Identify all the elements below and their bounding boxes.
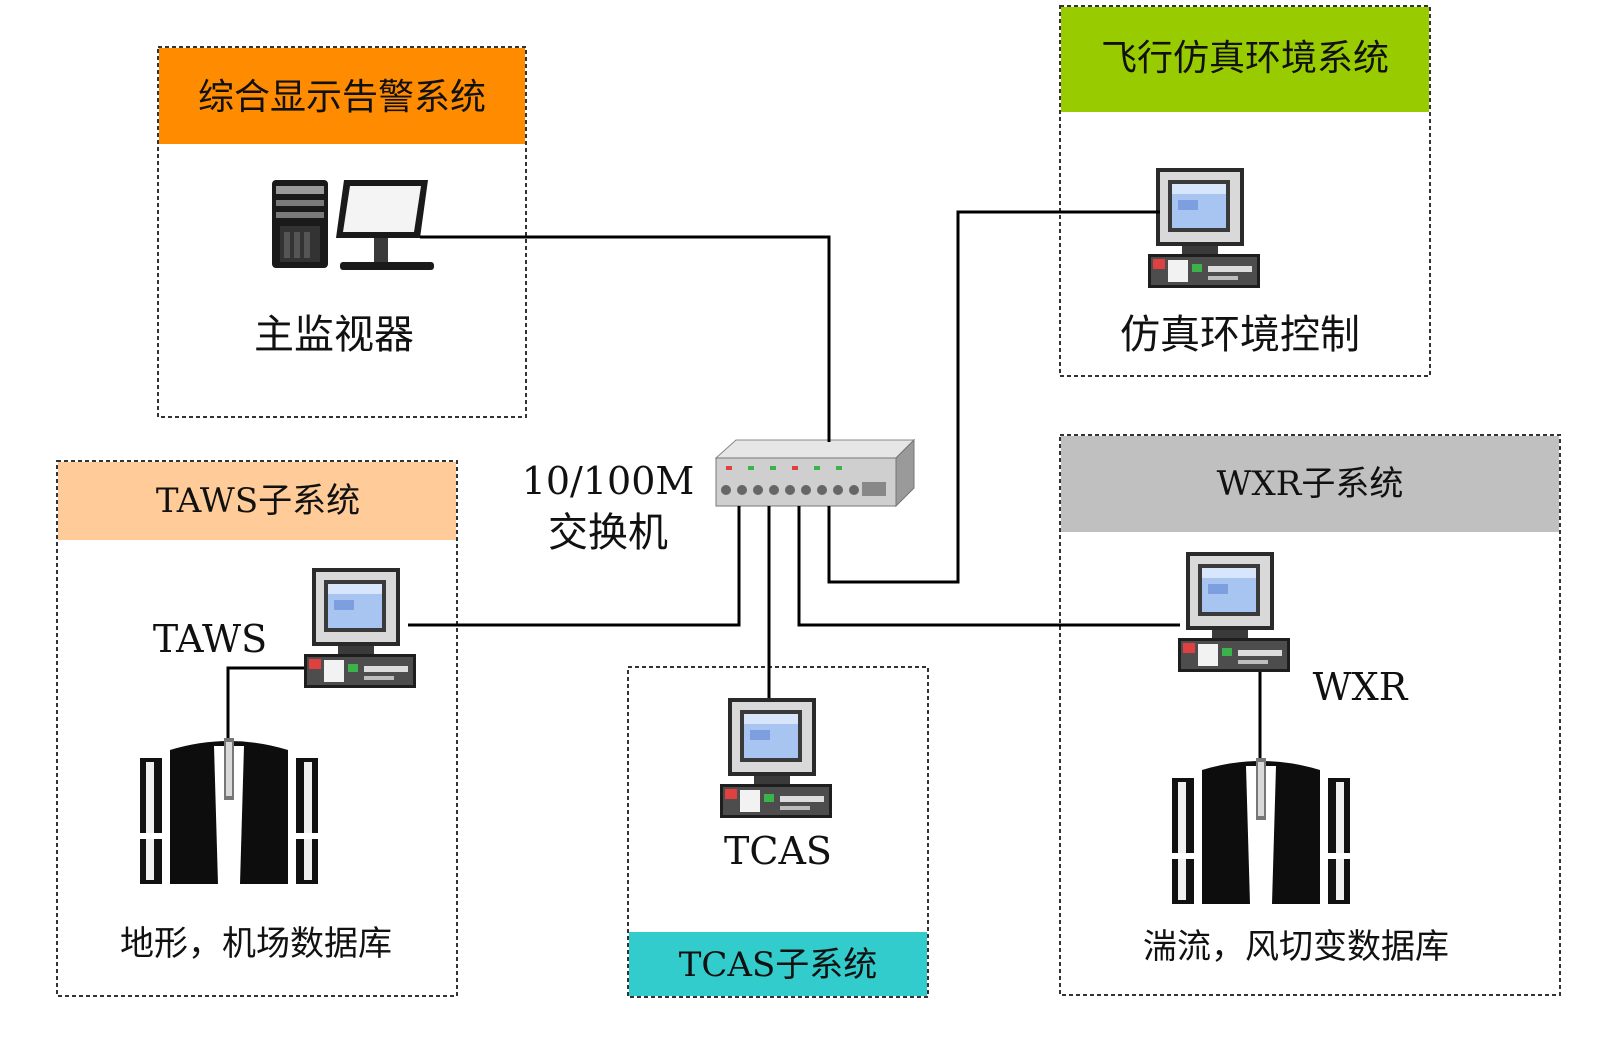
wire-switch-to-wxr — [797, 506, 1180, 627]
network-connections — [226, 210, 1262, 758]
wxr-database-label: 湍流，风切变数据库 — [1143, 927, 1449, 967]
flight-sim-system-header — [1061, 7, 1429, 112]
tcas-subsystem-box: TCAS子系统 TCAS — [627, 666, 929, 998]
wire-taws-to-database — [226, 666, 304, 738]
wxr-subsystem-title: WXR子系统 — [1217, 464, 1404, 504]
flight-sim-system-title: 飞行仿真环境系统 — [1101, 38, 1389, 79]
main-monitor-label: 主监视器 — [254, 312, 414, 358]
computer-workstation-icon — [720, 698, 832, 818]
taws-subsystem-header — [58, 462, 456, 540]
tcas-device-label: TCAS — [724, 829, 832, 873]
flight-sim-system-box: 飞行仿真环境系统 仿真环境控制 — [1059, 5, 1431, 377]
wire-monitor-to-switch — [420, 235, 831, 442]
tcas-subsystem-title: TCAS子系统 — [679, 945, 878, 985]
network-switch-icon — [714, 438, 916, 508]
monitor-server-icon — [272, 180, 434, 270]
wire-switch-to-sim — [827, 210, 1160, 584]
sim-control-label: 仿真环境控制 — [1120, 312, 1360, 358]
taws-subsystem-title: TAWS子系统 — [156, 481, 360, 521]
display-alert-system-title: 综合显示告警系统 — [198, 77, 486, 118]
display-alert-system-box: 综合显示告警系统 主监视器 — [157, 46, 527, 418]
taws-device-label: TAWS — [153, 617, 267, 661]
wxr-subsystem-header — [1061, 436, 1559, 532]
computer-workstation-icon — [1178, 552, 1290, 672]
tcas-subsystem-header — [629, 932, 927, 996]
wire-switch-to-taws — [408, 506, 741, 627]
switch-label-line2: 交换机 — [548, 510, 668, 556]
computer-workstation-icon — [1148, 168, 1260, 288]
switch-label-line1: 10/100M — [522, 459, 695, 503]
taws-database-label: 地形，机场数据库 — [120, 924, 392, 964]
wxr-device-label: WXR — [1313, 665, 1409, 709]
computer-workstation-icon — [304, 568, 416, 688]
taws-subsystem-box: TAWS子系统 TAWS 地形，机场数据库 — [56, 460, 458, 997]
wxr-subsystem-box: WXR子系统 WXR 湍流，风切变数据库 — [1059, 434, 1561, 996]
display-alert-system-header — [159, 48, 525, 144]
